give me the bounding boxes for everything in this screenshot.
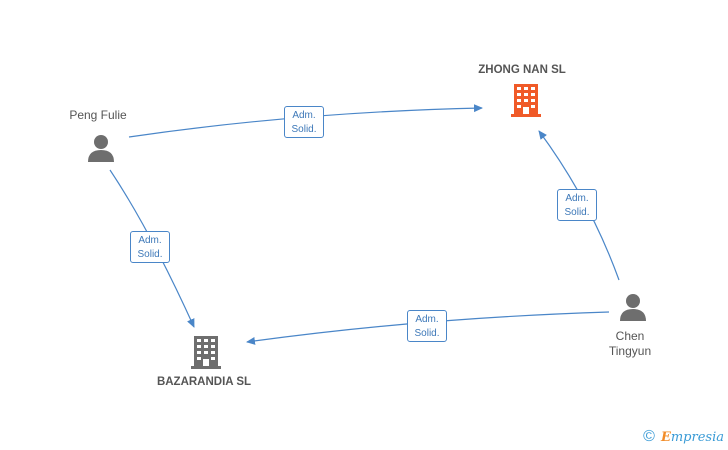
role-text: Solid.: [291, 124, 317, 135]
edge-label-role[interactable]: Adm. Solid.: [557, 189, 597, 221]
building-icon[interactable]: [191, 336, 221, 369]
building-icon[interactable]: [511, 84, 541, 117]
role-text: Solid.: [564, 207, 590, 218]
edge-label-role[interactable]: Adm. Solid.: [284, 106, 324, 138]
role-text: Adm.: [565, 193, 589, 204]
person-icon[interactable]: [620, 294, 646, 321]
person-name-line: Chen: [615, 329, 645, 343]
person-name-line: Tingyun: [608, 344, 652, 358]
role-text: Solid.: [414, 328, 440, 339]
edge-label-role[interactable]: Adm. Solid.: [130, 231, 170, 263]
role-text: Solid.: [137, 249, 163, 260]
role-text: Adm.: [415, 314, 439, 325]
role-text: Adm.: [292, 110, 316, 121]
brand-name: mpresia: [670, 429, 724, 445]
empresia-watermark: © Empresia: [643, 428, 724, 446]
person-label-peng-fulie[interactable]: Peng Fulie: [69, 108, 127, 122]
edge-label-role[interactable]: Adm. Solid.: [407, 310, 447, 342]
copyright-icon: ©: [643, 428, 655, 445]
role-text: Adm.: [138, 235, 162, 246]
person-icon[interactable]: [88, 135, 114, 162]
company-label-zhong-nan[interactable]: ZHONG NAN SL: [478, 64, 566, 76]
brand-logo: Empresia: [661, 430, 724, 445]
company-label-bazarandia[interactable]: BAZARANDIA SL: [156, 376, 252, 388]
person-label-chen-tingyun[interactable]: Chen Tingyun: [595, 329, 665, 359]
brand-initial: E: [660, 429, 671, 445]
